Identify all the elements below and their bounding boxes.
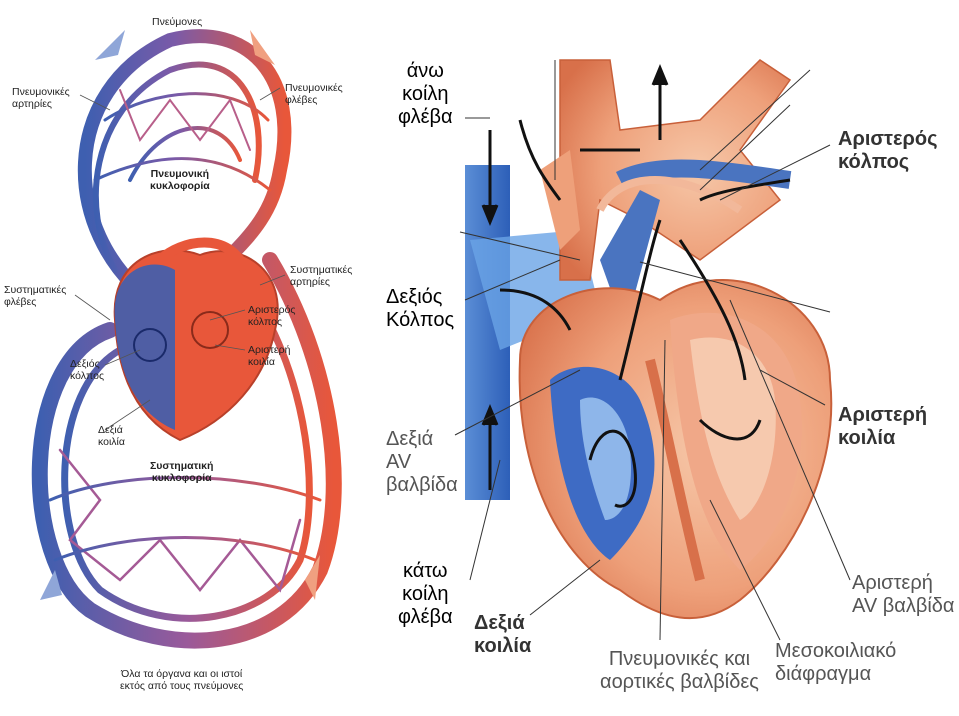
- label-left-atrium: Αριστερός κόλπος: [838, 128, 938, 173]
- label-right-ventricle: Δεξιά κοιλία: [474, 612, 532, 657]
- vena-cava: [465, 165, 510, 500]
- heart-flow-arrows: [481, 64, 791, 508]
- label-systemic-arteries: Συστηματικές αρτηρίες: [290, 264, 353, 289]
- small-heart: [113, 237, 279, 442]
- great-vessels: [540, 59, 792, 330]
- circulation-diagram: [31, 29, 342, 649]
- label-small-right-ventricle: Δεξιά κοιλία: [98, 424, 125, 449]
- label-pulmonary-veins: Πνευμονικές φλέβες: [285, 82, 343, 107]
- label-small-left-ventricle: Αριστερή κοιλία: [248, 344, 291, 369]
- pulmonary-loop: [77, 29, 292, 307]
- label-lungs: Πνεύμονες: [152, 16, 203, 28]
- flow-arrows: [40, 30, 320, 600]
- label-pulmonary-circulation: Πνευμονική κυκλοφορία: [150, 168, 210, 193]
- label-systemic-circulation: Συστηματική κυκλοφορία: [150, 460, 214, 485]
- label-organs: Όλα τα όργανα και οι ιστοί εκτός από του…: [120, 668, 244, 693]
- label-small-right-atrium: Δεξιός κόλπος: [70, 358, 105, 383]
- label-right-atrium: Δεξιός Κόλπος: [386, 286, 455, 331]
- label-superior-vena-cava: άνω κοίλη φλέβα: [398, 60, 453, 128]
- systemic-loop: [31, 252, 342, 649]
- label-left-ventricle: Αριστερή κοιλία: [838, 404, 928, 449]
- heart-body: [518, 279, 833, 620]
- right-ventricle-chamber: [550, 366, 655, 560]
- label-small-left-atrium: Αριστερός κόλπος: [248, 304, 296, 329]
- label-pulmonary-arteries: Πνευμονικές αρτηρίες: [12, 86, 70, 111]
- label-left-av-valve: Αριστερή AV βαλβίδα: [852, 572, 955, 617]
- label-right-av-valve: Δεξιά AV βαλβίδα: [386, 428, 458, 496]
- label-septum: Μεσοκοιλιακό διάφραγμα: [775, 640, 897, 685]
- label-systemic-veins: Συστηματικές φλέβες: [4, 284, 67, 309]
- label-inferior-vena-cava: κάτω κοίλη φλέβα: [398, 560, 453, 628]
- label-semilunar-valves: Πνευμονικές και αορτικές βαλβίδες: [600, 648, 759, 693]
- left-ventricle-chamber: [670, 312, 802, 570]
